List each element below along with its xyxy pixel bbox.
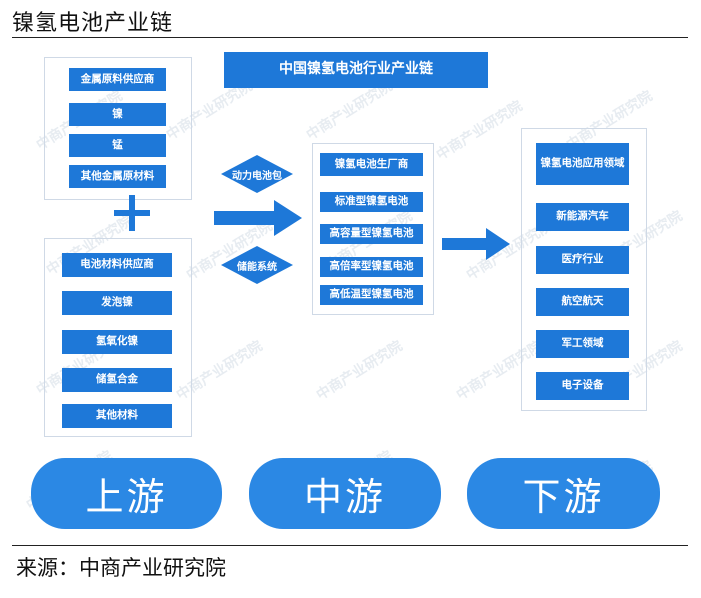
watermark: 中商产业研究院 — [433, 98, 526, 164]
midstream-item: 高低温型镍氢电池 — [320, 285, 423, 305]
stage-downstream: 下游 — [467, 458, 660, 529]
source-note: 来源：中商产业研究院 — [16, 556, 226, 580]
midstream-to-downstream-arrow-icon — [442, 228, 510, 260]
top-rule — [12, 37, 688, 38]
stage-midstream: 中游 — [249, 458, 441, 529]
downstream-item: 电子设备 — [536, 372, 629, 400]
watermark: 中商产业研究院 — [313, 338, 406, 404]
downstream-heading: 镍氢电池应用领域 — [536, 143, 629, 185]
power-pack-label: 动力电池包 — [232, 170, 282, 182]
storage-system-label: 储能系统 — [237, 261, 277, 273]
downstream-item: 新能源汽车 — [536, 203, 629, 231]
material-item: 其他材料 — [62, 404, 172, 428]
plus-icon — [114, 195, 150, 231]
midstream-panel — [312, 143, 434, 315]
metal-item: 锰 — [69, 134, 166, 157]
metals-heading: 金属原料供应商 — [69, 68, 166, 91]
page-title: 镍氢电池产业链 — [12, 11, 174, 36]
bottom-rule — [12, 545, 688, 546]
midstream-heading: 镍氢电池生厂商 — [320, 153, 423, 176]
downstream-panel — [521, 128, 647, 411]
stage-upstream: 上游 — [31, 458, 222, 529]
upstream-metals-panel — [44, 57, 192, 200]
metal-item: 镍 — [69, 103, 166, 126]
midstream-item: 高倍率型镍氢电池 — [320, 257, 423, 277]
material-item: 发泡镍 — [62, 291, 172, 315]
upstream-to-midstream-arrow-icon — [214, 200, 302, 236]
midstream-item: 标准型镍氢电池 — [320, 192, 423, 212]
metal-item: 其他金属原材料 — [69, 165, 166, 188]
downstream-item: 医疗行业 — [536, 246, 629, 274]
material-item: 储氢合金 — [62, 368, 172, 392]
midstream-item: 高容量型镍氢电池 — [320, 224, 423, 244]
upstream-materials-panel — [44, 238, 192, 437]
downstream-item: 军工领域 — [536, 330, 629, 358]
downstream-item: 航空航天 — [536, 288, 629, 316]
materials-heading: 电池材料供应商 — [62, 253, 172, 277]
chain-header: 中国镍氢电池行业产业链 — [224, 52, 488, 88]
material-item: 氢氧化镍 — [62, 330, 172, 354]
